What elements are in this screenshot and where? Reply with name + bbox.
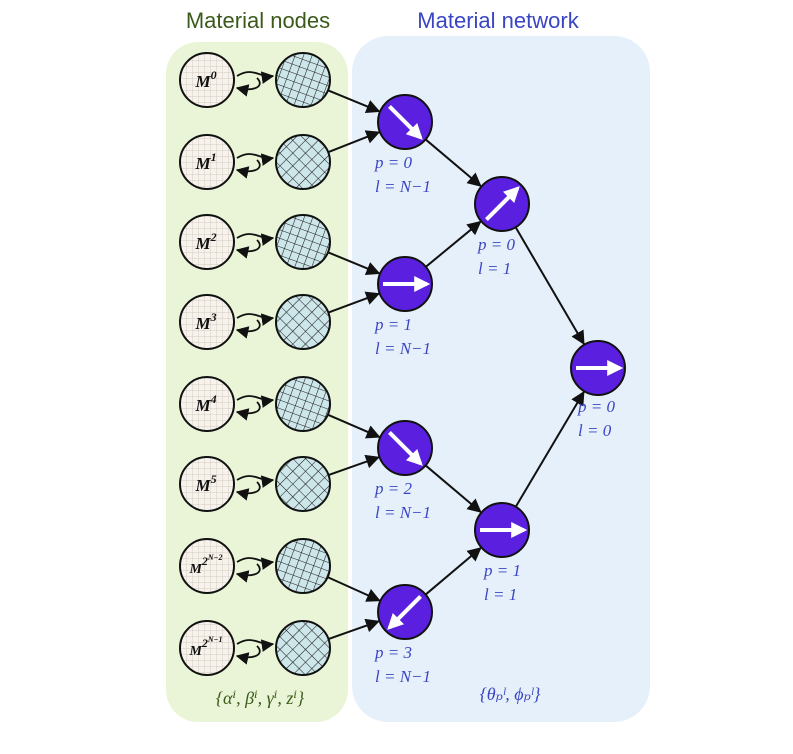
material-network-panel — [352, 36, 650, 722]
material-node-3: M3 — [179, 294, 331, 350]
forward-arrow — [236, 639, 275, 652]
forward-arrow — [236, 557, 275, 570]
network-node-n20: p = 0 l = 0 — [570, 340, 626, 440]
material-circle — [179, 376, 235, 432]
material-node-6: M2N−2 — [179, 538, 331, 594]
edge-n03-n11 — [424, 547, 482, 596]
direction-arrow — [388, 431, 423, 466]
network-node-n00: p = 0 l = N−1 — [374, 94, 433, 196]
hatched-circle — [275, 376, 331, 432]
node-l-label: l = 1 — [484, 585, 517, 604]
edge-material-7-n03 — [328, 618, 380, 640]
material-circle — [179, 52, 235, 108]
material-label: M1 — [194, 150, 216, 173]
material-node-5: M5 — [179, 456, 331, 512]
node-l-label: l = N−1 — [375, 667, 431, 686]
forward-arrow — [236, 153, 275, 166]
backward-arrow — [235, 77, 261, 97]
node-l-label: l = 1 — [478, 259, 511, 278]
material-node-1: M1 — [179, 134, 331, 190]
node-p-label: p = 2 — [374, 479, 412, 498]
material-params-label: {αⁱ, βⁱ, γⁱ, zⁱ} — [215, 688, 305, 708]
hatched-circle — [275, 214, 331, 270]
network-params-label: {θₚˡ, ϕₚˡ} — [479, 684, 541, 704]
backward-arrow — [235, 319, 261, 339]
material-label: M2 — [194, 230, 216, 253]
material-nodes-title: Material nodes — [185, 8, 331, 33]
node-l-label: l = N−1 — [375, 339, 431, 358]
backward-arrow — [235, 563, 261, 583]
hatched-circle — [275, 456, 331, 512]
material-circle — [179, 294, 235, 350]
material-network-title: Material network — [417, 8, 579, 33]
hatched-circle — [275, 620, 331, 676]
node-l-label: l = N−1 — [375, 177, 431, 196]
edge-n00-n10 — [424, 138, 482, 187]
node-p-label: p = 0 — [577, 397, 615, 416]
backward-arrow — [235, 645, 261, 665]
material-node-2: M2 — [179, 214, 331, 270]
node-p-label: p = 1 — [483, 561, 521, 580]
material-label: M2N−2 — [188, 553, 222, 577]
edge-material-2-n01 — [327, 251, 381, 276]
forward-arrow — [236, 395, 275, 408]
material-node-0: M0 — [179, 52, 331, 108]
hatched-circle — [275, 294, 331, 350]
node-p-label: p = 1 — [374, 315, 412, 334]
hatched-circle — [275, 538, 331, 594]
edge-n11-n20 — [514, 390, 585, 508]
edge-n01-n10 — [425, 220, 482, 268]
forward-arrow — [236, 475, 275, 488]
material-circle — [179, 620, 235, 676]
hatched-circle — [275, 134, 331, 190]
material-circle — [179, 538, 235, 594]
material-label: M5 — [194, 472, 216, 495]
material-label: M0 — [194, 68, 216, 91]
network-node-n02: p = 2 l = N−1 — [374, 420, 433, 522]
edge-material-5-n02 — [328, 454, 380, 476]
edge-n10-n20 — [514, 226, 585, 346]
material-node-4: M4 — [179, 376, 331, 432]
material-node-7: M2N−1 — [179, 620, 331, 676]
network-node-n10: p = 0 l = 1 — [474, 176, 530, 278]
edge-material-1-n00 — [327, 130, 381, 154]
material-circle — [179, 214, 235, 270]
forward-arrow — [236, 313, 275, 326]
edge-material-4-n02 — [327, 413, 381, 439]
material-label: M2N−1 — [188, 635, 222, 659]
edge-material-6-n03 — [327, 576, 381, 602]
hatched-circle — [275, 52, 331, 108]
node-p-label: p = 0 — [477, 235, 515, 254]
edge-material-0-n00 — [327, 89, 381, 114]
network-node-n01: p = 1 l = N−1 — [374, 256, 433, 358]
backward-arrow — [235, 481, 261, 501]
edge-n02-n11 — [424, 464, 482, 513]
edge-material-3-n01 — [327, 291, 381, 314]
backward-arrow — [235, 239, 261, 259]
forward-arrow — [236, 71, 275, 84]
network-nodes-layer: p = 0l = N−1p = 1l = N−1p = 2l = N−1p = … — [374, 94, 626, 686]
node-p-label: p = 0 — [374, 153, 412, 172]
material-label: M4 — [194, 392, 216, 415]
network-node-n03: p = 3 l = N−1 — [374, 584, 433, 686]
node-l-label: l = N−1 — [375, 503, 431, 522]
edges-layer — [327, 89, 585, 640]
network-node-n11: p = 1 l = 1 — [474, 502, 530, 604]
direction-arrow — [387, 595, 422, 630]
forward-arrow — [236, 233, 275, 246]
node-l-label: l = 0 — [578, 421, 612, 440]
backward-arrow — [235, 401, 261, 421]
material-label: M3 — [194, 310, 216, 333]
material-circle — [179, 134, 235, 190]
direction-arrow — [485, 186, 520, 221]
backward-arrow — [235, 159, 261, 179]
direction-arrow — [388, 105, 423, 140]
node-p-label: p = 3 — [374, 643, 412, 662]
material-circle — [179, 456, 235, 512]
